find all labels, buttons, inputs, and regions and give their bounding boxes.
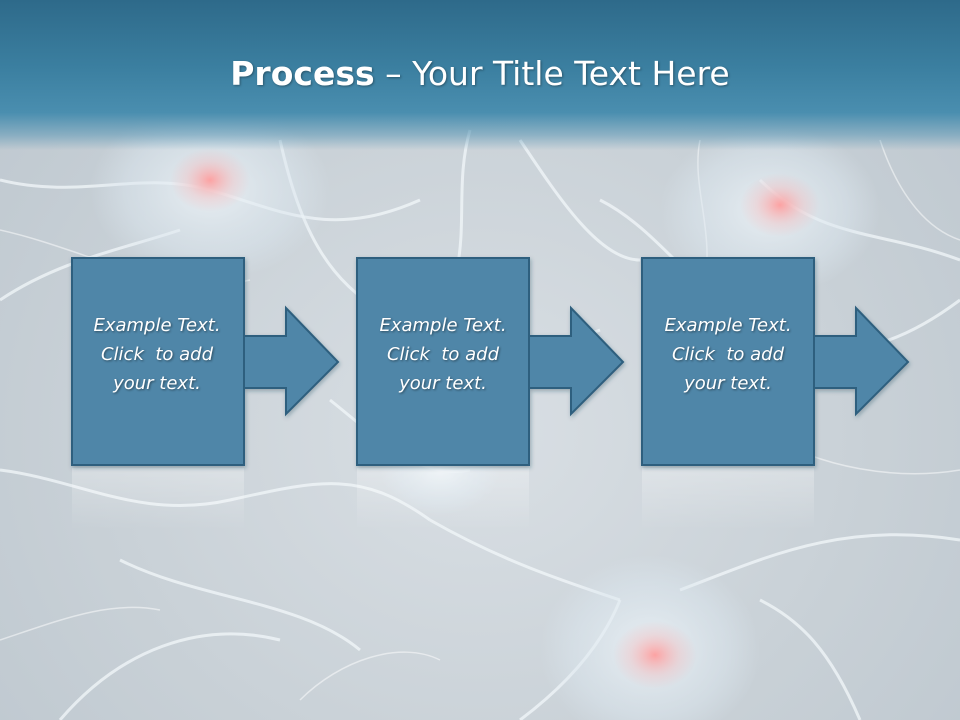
step-1-line-3: your text.	[113, 373, 201, 394]
step-3-line-1: Example Text.	[664, 315, 792, 336]
step-1-arrow	[243, 305, 340, 417]
step-3-text[interactable]: Example Text. Click to add your text.	[643, 311, 813, 398]
step-1-line-1: Example Text.	[93, 315, 221, 336]
process-step-2[interactable]	[356, 257, 625, 466]
step-1-text[interactable]: Example Text. Click to add your text.	[72, 311, 242, 398]
step-2-box	[356, 257, 530, 466]
process-step-1[interactable]	[71, 257, 340, 466]
step-3-line-2: Click to add	[671, 344, 784, 365]
title-bar	[0, 0, 960, 150]
process-step-3[interactable]	[641, 257, 910, 466]
step-2-line-1: Example Text.	[379, 315, 507, 336]
title-bold-part: Process	[230, 54, 375, 93]
step-2-line-2: Click to add	[386, 344, 499, 365]
step-3-line-3: your text.	[684, 373, 772, 394]
step-3-arrow	[813, 305, 910, 417]
step-1-box	[71, 257, 245, 466]
step-1-line-2: Click to add	[100, 344, 213, 365]
slide-title[interactable]: Process – Your Title Text Here	[0, 52, 960, 96]
step-reflections	[72, 468, 814, 530]
step-2-arrow	[528, 305, 625, 417]
step-2-text[interactable]: Example Text. Click to add your text.	[358, 311, 528, 398]
step-3-box	[641, 257, 815, 466]
step-2-line-3: your text.	[399, 373, 487, 394]
title-rest-part: – Your Title Text Here	[374, 54, 730, 93]
